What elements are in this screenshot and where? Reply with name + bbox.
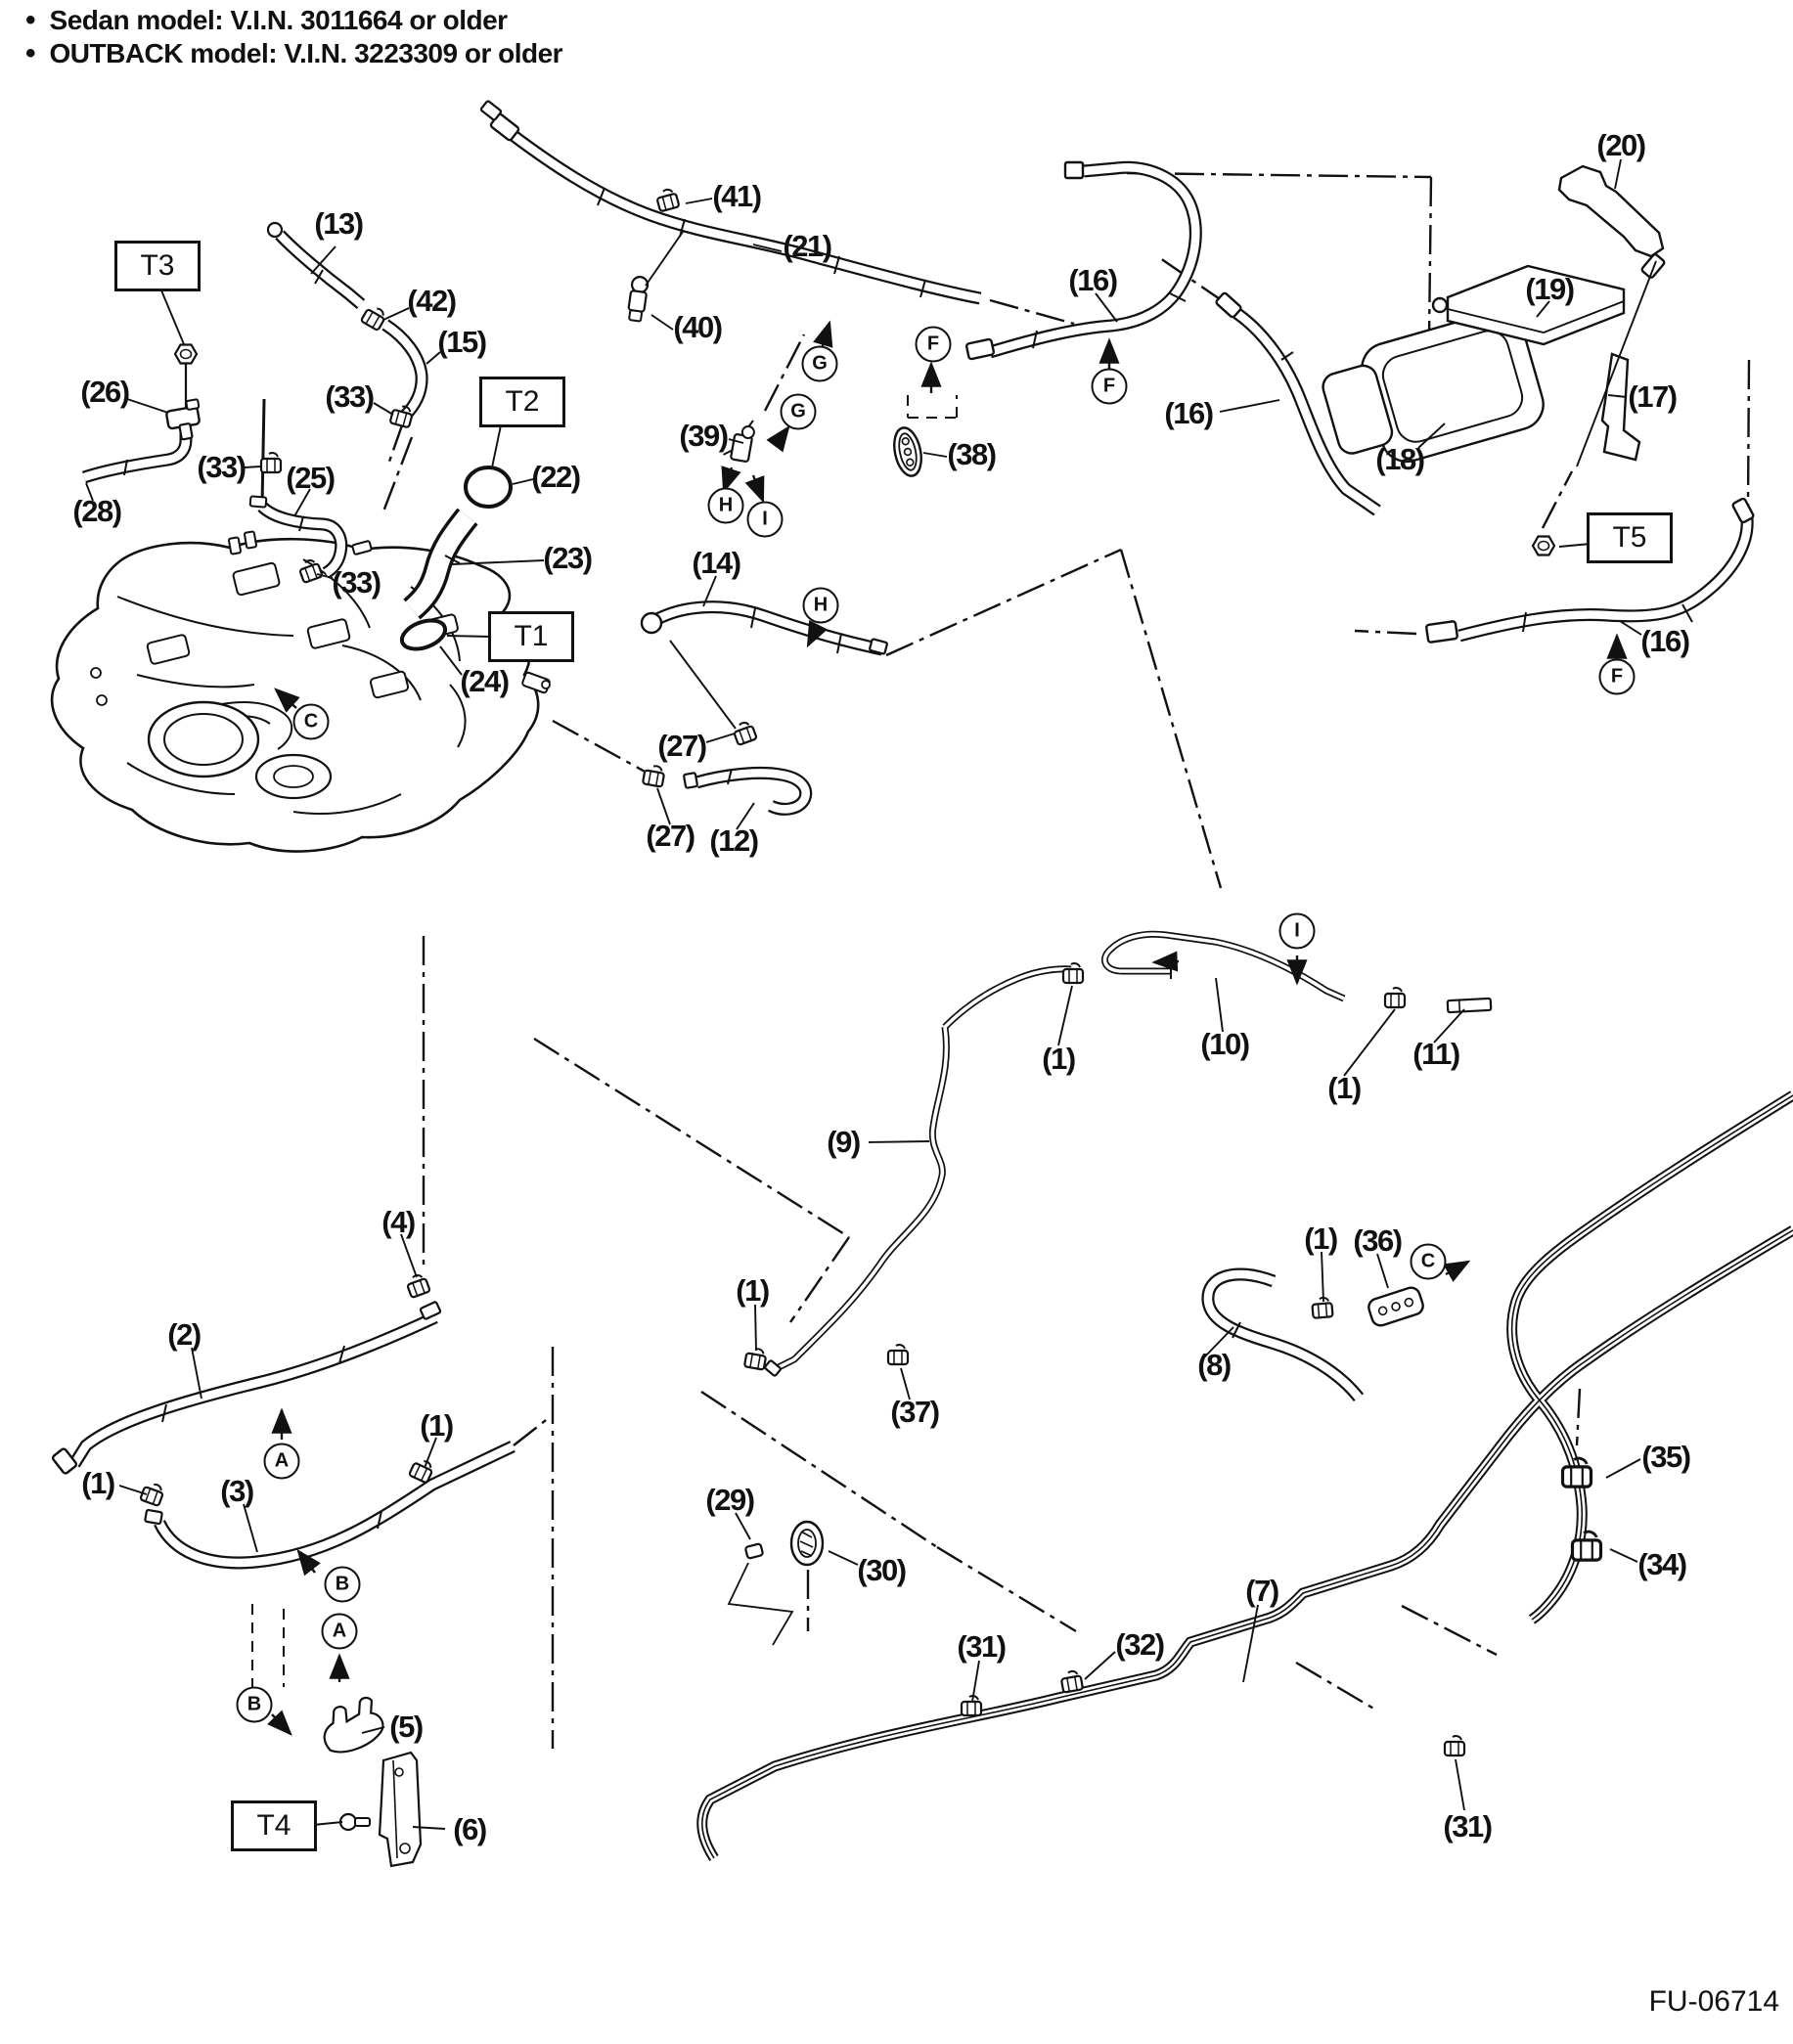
routing-letter-badge: F: [915, 326, 952, 363]
torque-ref-box: T4: [231, 1800, 317, 1851]
part-number-callout: (34): [1637, 1547, 1687, 1581]
part-number-callout: (40): [673, 310, 723, 344]
part-number-callout: (39): [679, 419, 729, 453]
part-number-callout: (17): [1628, 379, 1678, 414]
metal-pipes: [773, 930, 1346, 1373]
part-number-callout: (3): [220, 1474, 254, 1508]
part-number-callout: (27): [646, 819, 695, 853]
routing-letter-badge: H: [707, 487, 744, 524]
routing-letter-badge: I: [746, 501, 784, 538]
part-number-callout: (42): [407, 284, 457, 318]
torque-ref-box: T5: [1587, 512, 1673, 563]
part-number-callout: (27): [657, 729, 707, 763]
part-number-callout: (22): [531, 460, 581, 494]
part-number-callout: (28): [72, 494, 122, 528]
part-number-callout: (1): [736, 1273, 770, 1308]
part-number-callout: (12): [709, 823, 759, 858]
part-number-callout: (7): [1245, 1574, 1279, 1608]
canister-assembly: [1322, 164, 1666, 464]
bullet-icon: •: [25, 37, 36, 69]
part-number-callout: (18): [1375, 442, 1425, 476]
small-parts: [139, 186, 1603, 1868]
part-number-callout: (37): [890, 1395, 940, 1429]
leader-lines: [85, 158, 1657, 1830]
part-number-callout: (2): [167, 1317, 202, 1352]
part-number-callout: (21): [783, 229, 832, 263]
part-number-callout: (15): [437, 325, 487, 359]
part-number-callout: (16): [1068, 263, 1118, 297]
part-number-callout: (32): [1115, 1627, 1165, 1662]
part-number-callout: (4): [381, 1205, 416, 1239]
routing-letter-badge: B: [236, 1686, 273, 1723]
part-number-callout: (8): [1197, 1348, 1232, 1382]
part-number-callout: (16): [1164, 396, 1214, 430]
part-number-callout: (23): [543, 541, 593, 575]
routing-letter-badge: C: [292, 703, 330, 740]
part-number-callout: (20): [1596, 128, 1646, 162]
routing-letter-badge: H: [802, 587, 839, 624]
fittings: [51, 100, 1755, 1526]
part-number-callout: (1): [1304, 1222, 1338, 1256]
part-number-callout: (33): [197, 450, 247, 484]
part-number-callout: (9): [827, 1125, 861, 1159]
part-number-callout: (31): [1443, 1809, 1493, 1844]
header-bullet-row: • Sedan model: V.I.N. 3011664 or older: [25, 4, 562, 37]
rear-pipe-bundle: [696, 1090, 1793, 1861]
header-bullets: • Sedan model: V.I.N. 3011664 or older • OU…: [25, 4, 563, 70]
routing-letter-badge: G: [801, 345, 838, 382]
part-number-callout: (36): [1353, 1223, 1403, 1258]
part-number-callout: (6): [453, 1812, 487, 1846]
torque-ref-box: T3: [114, 241, 201, 291]
part-number-callout: (1): [81, 1466, 115, 1500]
bullet-icon: •: [25, 4, 36, 36]
part-number-callout: (24): [460, 664, 510, 698]
routing-letter-badge: G: [780, 393, 817, 430]
part-number-callout: (1): [420, 1408, 454, 1443]
routing-letter-badge: F: [1091, 368, 1128, 405]
hoses: [68, 129, 1754, 1570]
figure-code: FU-06714: [1648, 1985, 1779, 2018]
part-number-callout: (41): [712, 179, 762, 213]
part-number-callout: (1): [1042, 1042, 1076, 1076]
routing-letter-badge: A: [321, 1613, 358, 1650]
part-number-callout: (35): [1641, 1440, 1691, 1474]
routing-letter-badge: A: [263, 1443, 300, 1480]
part-number-callout: (5): [389, 1710, 424, 1744]
part-number-callout: (26): [80, 375, 130, 409]
part-number-callout: (16): [1640, 624, 1690, 658]
part-number-callout: (33): [325, 379, 375, 414]
torque-ref-box: T1: [488, 611, 574, 662]
part-number-callout: (31): [957, 1629, 1007, 1664]
part-number-callout: (14): [692, 546, 741, 580]
part-number-callout: (11): [1412, 1037, 1460, 1071]
routing-letter-badge: I: [1278, 912, 1316, 950]
routing-letter-badge: B: [324, 1566, 361, 1603]
part-number-callout: (29): [705, 1483, 755, 1517]
torque-ref-box: T2: [479, 377, 565, 427]
header-bullet-text: Sedan model: V.I.N. 3011664 or older: [49, 5, 509, 35]
part-number-callout: (13): [314, 206, 364, 241]
part-number-callout: (19): [1525, 272, 1575, 306]
routing-letter-badge: F: [1598, 658, 1636, 695]
part-number-callout: (38): [947, 437, 997, 471]
part-number-callout: (10): [1200, 1027, 1250, 1061]
routing-letter-badge: C: [1410, 1243, 1447, 1280]
part-number-callout: (1): [1327, 1071, 1362, 1105]
part-number-callout: (30): [857, 1553, 907, 1587]
part-number-callout: (25): [286, 461, 336, 495]
header-bullet-text: OUTBACK model: V.I.N. 3223309 or older: [49, 38, 563, 68]
flow-arrows: [266, 320, 1628, 1736]
part-number-callout: (33): [332, 565, 381, 600]
header-bullet-row: • OUTBACK model: V.I.N. 3223309 or older: [25, 37, 563, 70]
